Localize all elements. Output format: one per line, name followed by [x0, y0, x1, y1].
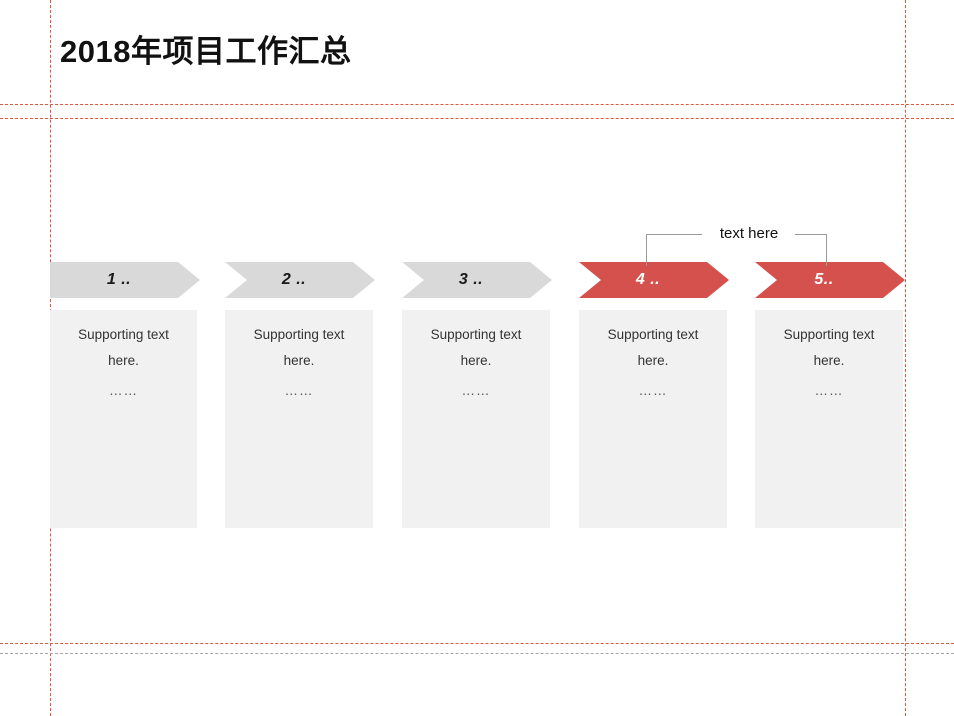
page-title: 2018年项目工作汇总 [60, 34, 352, 69]
step-arrow-1-label: 1 .. [106, 271, 132, 288]
guide-line-horizontal-bottom-2 [0, 653, 954, 654]
content-box-4[interactable]: Supporting text here. …… [579, 310, 727, 528]
content-box-2-ellipsis: …… [284, 383, 314, 398]
callout-stem-left [646, 234, 647, 266]
step-arrow-1[interactable]: 1 .. [50, 262, 200, 298]
content-box-5-ellipsis: …… [814, 383, 844, 398]
content-box-3-ellipsis: …… [461, 383, 491, 398]
guide-line-horizontal-top-1 [0, 104, 954, 105]
content-box-2[interactable]: Supporting text here. …… [225, 310, 373, 528]
content-box-1[interactable]: Supporting text here. …… [50, 310, 197, 528]
content-box-4-ellipsis: …… [638, 383, 668, 398]
guide-line-horizontal-bottom-1 [0, 643, 954, 644]
content-box-3[interactable]: Supporting text here. …… [402, 310, 550, 528]
callout-bar-left [646, 234, 702, 235]
content-box-4-text: Supporting text here. [607, 327, 699, 368]
callout-stem-right [826, 234, 827, 266]
process-step-arrow-row: 1 .. 2 .. 3 .. 4 .. 5.. [0, 262, 954, 298]
step-arrow-3-label: 3 .. [458, 271, 484, 288]
content-box-5[interactable]: Supporting text here. …… [755, 310, 903, 528]
step-arrow-2-label: 2 .. [281, 271, 307, 288]
step-arrow-5[interactable]: 5.. [755, 262, 905, 298]
content-box-2-text: Supporting text here. [253, 327, 345, 368]
callout-label: text here [719, 225, 779, 242]
content-box-1-ellipsis: …… [109, 383, 138, 398]
step-arrow-2[interactable]: 2 .. [225, 262, 375, 298]
content-box-1-text: Supporting text here. [78, 327, 169, 368]
content-box-5-text: Supporting text here. [783, 327, 875, 368]
callout-bracket[interactable]: text here [645, 224, 831, 268]
supporting-content-row: Supporting text here. …… Supporting text… [0, 310, 954, 528]
step-arrow-4-label: 4 .. [635, 271, 661, 288]
content-box-3-text: Supporting text here. [430, 327, 522, 368]
step-arrow-4[interactable]: 4 .. [579, 262, 729, 298]
guide-line-horizontal-top-2 [0, 118, 954, 119]
step-arrow-5-label: 5.. [814, 271, 834, 288]
step-arrow-3[interactable]: 3 .. [402, 262, 552, 298]
callout-bar-right [795, 234, 827, 235]
